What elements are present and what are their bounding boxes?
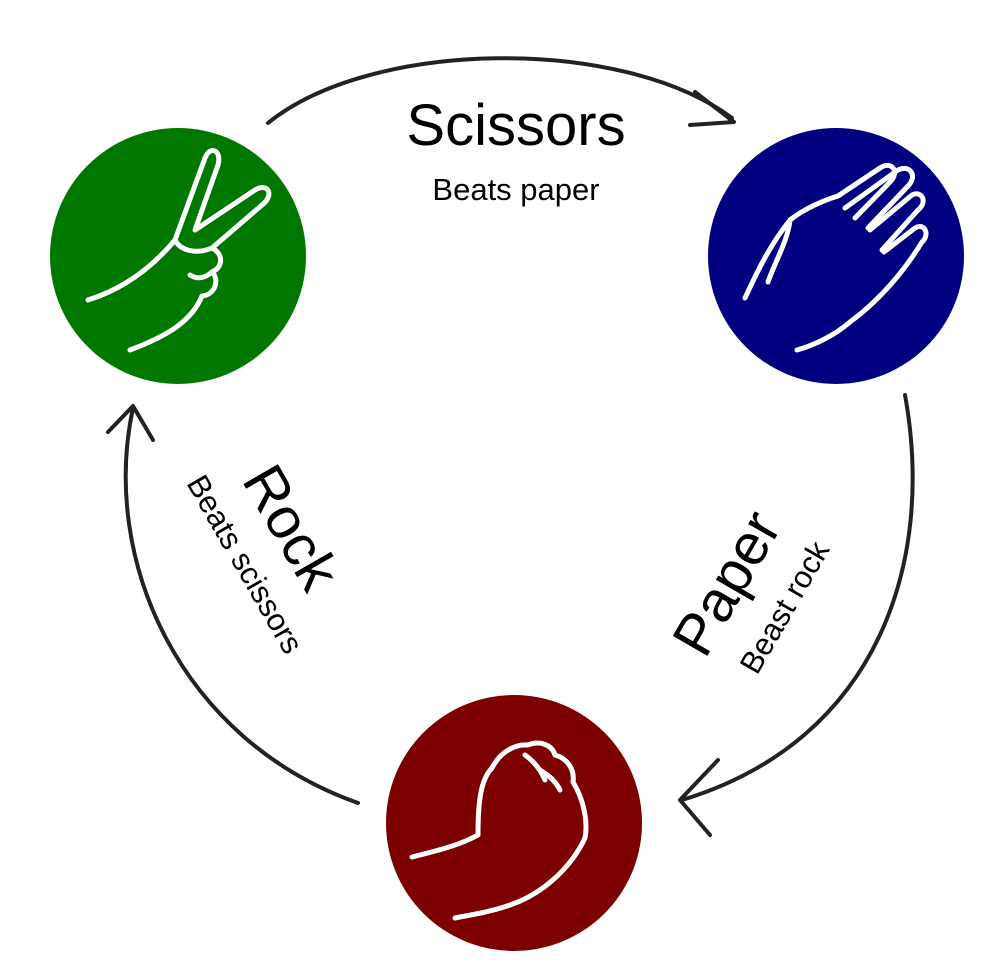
rock-node [386,695,642,951]
paper-hand-icon [742,162,929,353]
rock-fist-icon [409,740,589,921]
paper-circle [708,128,964,384]
arrow-scissors-to-paper [266,56,736,127]
paper-label: Paper Beast rock [660,500,837,680]
scissors-title: Scissors [406,93,625,158]
scissors-node [50,128,306,384]
paper-node [708,128,964,384]
scissors-label: Scissors Beats paper [406,93,625,207]
rock-label: Rock Beats scissors [180,454,353,660]
scissors-hand-icon [85,148,272,353]
scissors-subtitle: Beats paper [432,172,599,207]
scissors-circle [50,128,306,384]
rock-circle [386,695,642,951]
arrow-rock-to-scissors [106,404,360,805]
arrow-paper-to-rock [678,393,915,837]
